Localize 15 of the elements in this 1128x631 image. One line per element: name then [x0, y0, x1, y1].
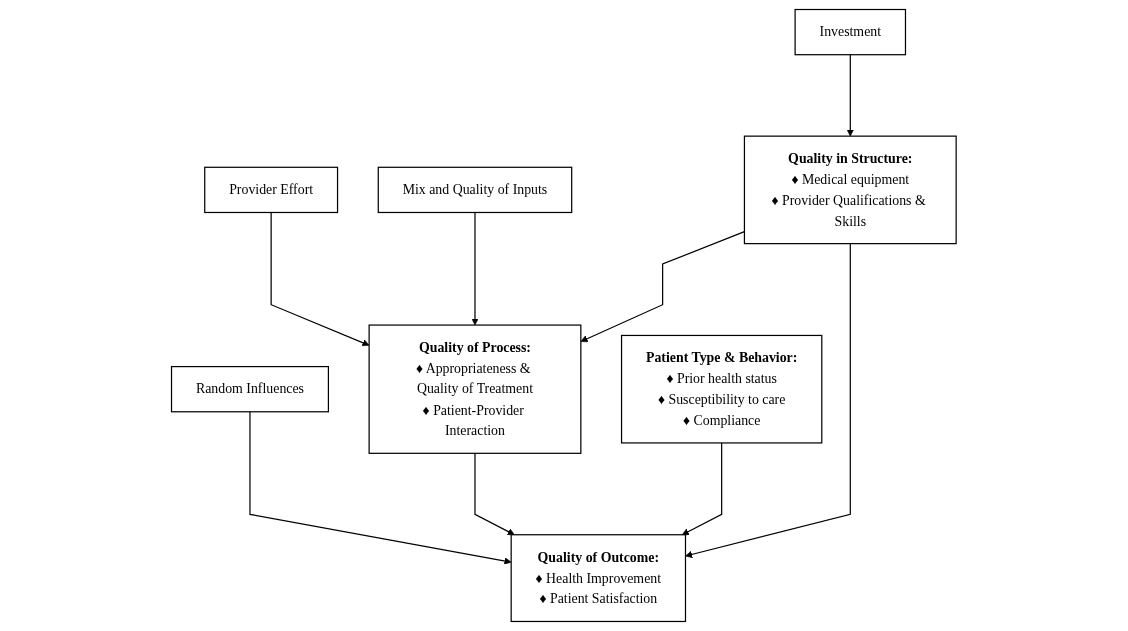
node-box: Quality of Process: ♦ Appropriateness & Quality of Treatment ♦ Patient-Provider Interaction: [368, 324, 582, 454]
node-box: Patient Type & Behavior: ♦ Prior health status ♦ Susceptibility to care ♦ Compliance: [621, 334, 823, 444]
node-box: Provider Effort: [204, 166, 339, 214]
arrow: [249, 411, 512, 565]
arrow: [270, 211, 370, 347]
node-box: Quality in Structure: ♦ Medical equipment ♦ Provider Qualifications & Skills: [743, 135, 957, 245]
arrow: [685, 243, 852, 558]
arrow: [846, 54, 855, 137]
arrow: [471, 211, 479, 326]
arrow: [474, 452, 515, 536]
arrow: [682, 442, 723, 536]
node-box: Investment: [794, 8, 907, 56]
node-box: Mix and Quality of Inputs: [377, 166, 573, 214]
node-box: Quality of Outcome: ♦ Health Improvement ♦ Patient Satisfaction: [510, 534, 687, 623]
node-box: Random Influences: [171, 365, 330, 413]
